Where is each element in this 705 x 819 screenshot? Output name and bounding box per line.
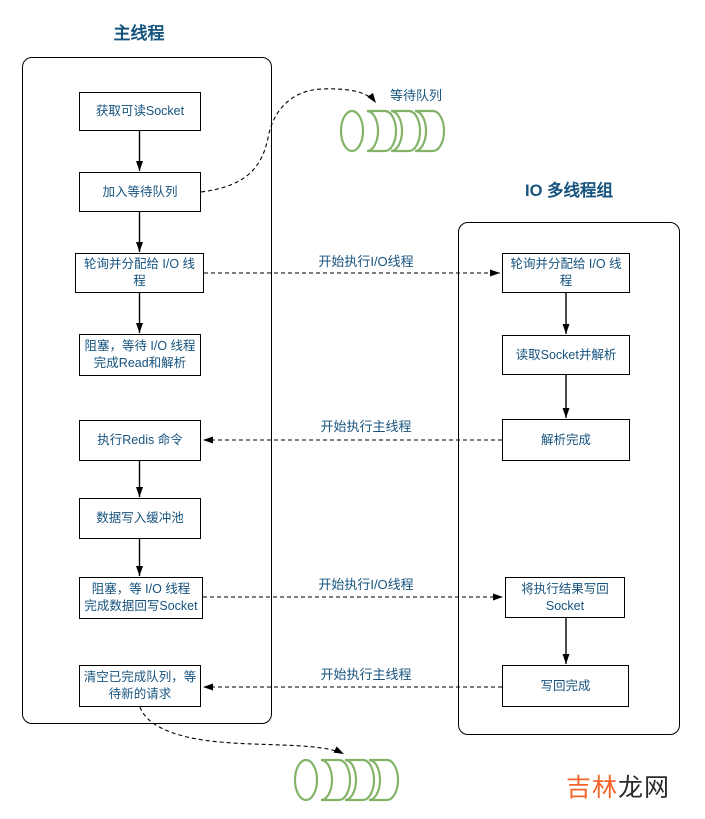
main-thread-container <box>22 57 272 724</box>
main-node-block-wait-io-write-back: 阻塞，等 I/O 线程 完成数据回写Socket <box>79 577 203 619</box>
io-node-write-back-done: 写回完成 <box>502 665 629 707</box>
watermark-part1: 吉林 <box>566 774 619 802</box>
main-node-join-wait-queue: 加入等待队列 <box>79 172 201 212</box>
edge-label-start-io-thread-1: 开始执行I/O线程 <box>318 254 414 269</box>
main-node-write-data-to-buffer: 数据写入缓冲池 <box>79 498 201 539</box>
main-node-block-wait-io-read-parse: 阻塞，等待 I/O 线程 完成Read和解析 <box>79 334 201 376</box>
arrow-to-bottom-queue <box>139 706 345 755</box>
io-thread-group-container <box>458 222 680 735</box>
watermark: 吉林龙网 <box>566 768 670 804</box>
cross-thread-arrows <box>139 88 503 755</box>
waiting-queue-label: 等待队列 <box>389 88 442 103</box>
bottom-queue-icon <box>293 758 400 802</box>
main-node-get-readable-socket: 获取可读Socket <box>79 92 201 131</box>
edge-label-start-main-thread-1: 开始执行主线程 <box>320 419 412 434</box>
watermark-part2: 龙网 <box>618 774 671 802</box>
io-node-parse-done: 解析完成 <box>502 419 630 461</box>
main-node-poll-assign-io-thread: 轮询并分配给 I/O 线程 <box>75 253 204 293</box>
edge-label-start-main-thread-2: 开始执行主线程 <box>320 667 412 682</box>
io-thread-group-title: IO 多线程组 <box>524 182 613 200</box>
main-node-exec-redis-command: 执行Redis 命令 <box>79 420 201 461</box>
edge-label-start-io-thread-2: 开始执行I/O线程 <box>318 577 414 592</box>
main-node-clear-finished-queue: 清空已完成队列，等 待新的请求 <box>79 665 201 707</box>
io-node-read-socket-parse: 读取Socket并解析 <box>502 335 630 375</box>
arrow-to-waiting-queue <box>200 88 377 193</box>
io-node-write-result-to-socket: 将执行结果写回 Socket <box>505 577 625 618</box>
main-thread-title: 主线程 <box>113 24 165 43</box>
io-node-poll-assign-io-thread: 轮询并分配给 I/O 线程 <box>502 253 630 293</box>
waiting-queue-icon <box>339 109 446 153</box>
